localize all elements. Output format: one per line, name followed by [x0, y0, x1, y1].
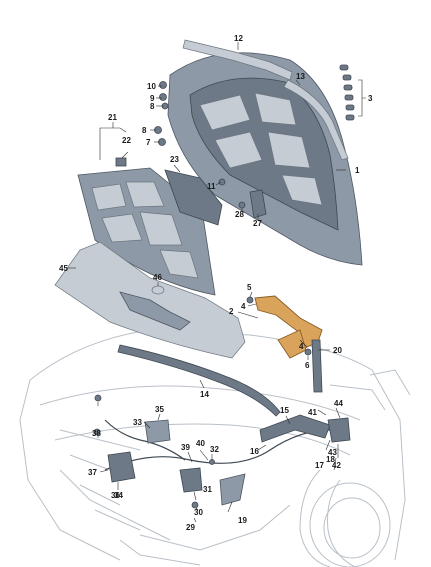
- callout-44: 44: [334, 399, 343, 408]
- release-cable-assembly: [93, 394, 351, 509]
- callout-31: 31: [203, 485, 212, 494]
- noise-insulation: [164, 169, 223, 226]
- callout-11: 11: [207, 182, 216, 191]
- callout-35: 35: [155, 405, 164, 414]
- gas-strut: [311, 339, 323, 393]
- callout-12: 12: [234, 34, 243, 43]
- callout-18: 18: [326, 455, 335, 464]
- callout-19: 19: [238, 516, 247, 525]
- callout-23: 23: [170, 155, 179, 164]
- callout-10: 10: [147, 82, 156, 91]
- bump-stops: [339, 64, 355, 121]
- callout-4-lower: 4: [299, 342, 304, 351]
- callout-8-lower: 8: [142, 126, 147, 135]
- callout-33: 33: [133, 418, 142, 427]
- plenum-cover: [54, 241, 246, 359]
- bulkhead-seal: [117, 344, 281, 417]
- callout-21: 21: [108, 113, 117, 122]
- callout-40: 40: [196, 439, 205, 448]
- callout-1: 1: [355, 166, 360, 175]
- callout-37: 37: [88, 468, 97, 477]
- callout-20: 20: [333, 346, 342, 355]
- callout-16: 16: [250, 447, 259, 456]
- callout-39: 39: [181, 443, 190, 452]
- callout-5: 5: [247, 283, 252, 292]
- callout-45: 45: [59, 264, 68, 273]
- callout-8-upper: 8: [150, 102, 155, 111]
- callout-34: 34: [114, 491, 123, 500]
- side-seal: [283, 79, 349, 161]
- callout-7: 7: [146, 138, 151, 147]
- callout-17: 17: [315, 461, 324, 470]
- callout-9: 9: [150, 94, 155, 103]
- car-body-outline: [19, 329, 411, 567]
- callout-32: 32: [210, 445, 219, 454]
- callout-15: 15: [280, 406, 289, 415]
- callout-22: 22: [122, 136, 131, 145]
- callout-6: 6: [305, 361, 310, 370]
- callout-29: 29: [186, 523, 195, 532]
- leader-lines: [68, 42, 366, 523]
- callout-3: 3: [368, 94, 373, 103]
- fasteners: [115, 81, 312, 356]
- callout-46: 46: [153, 273, 162, 282]
- callout-14: 14: [200, 390, 209, 399]
- callout-43: 43: [328, 448, 337, 457]
- callout-28: 28: [235, 210, 244, 219]
- callout-13: 13: [296, 72, 305, 81]
- hood-seal-strip: [182, 39, 293, 81]
- callout-30: 30: [194, 508, 203, 517]
- callout-36: 36: [111, 491, 120, 500]
- callout-42: 42: [332, 461, 341, 470]
- callout-38: 38: [92, 429, 101, 438]
- callout-41: 41: [308, 408, 317, 417]
- callout-27: 27: [253, 219, 262, 228]
- callout-4-upper: 4: [241, 302, 246, 311]
- callout-labels: 1 2 3 4 4 5 6 7 8 8 9 10 11 12 13 14 15 …: [59, 34, 373, 532]
- callout-2: 2: [229, 307, 234, 316]
